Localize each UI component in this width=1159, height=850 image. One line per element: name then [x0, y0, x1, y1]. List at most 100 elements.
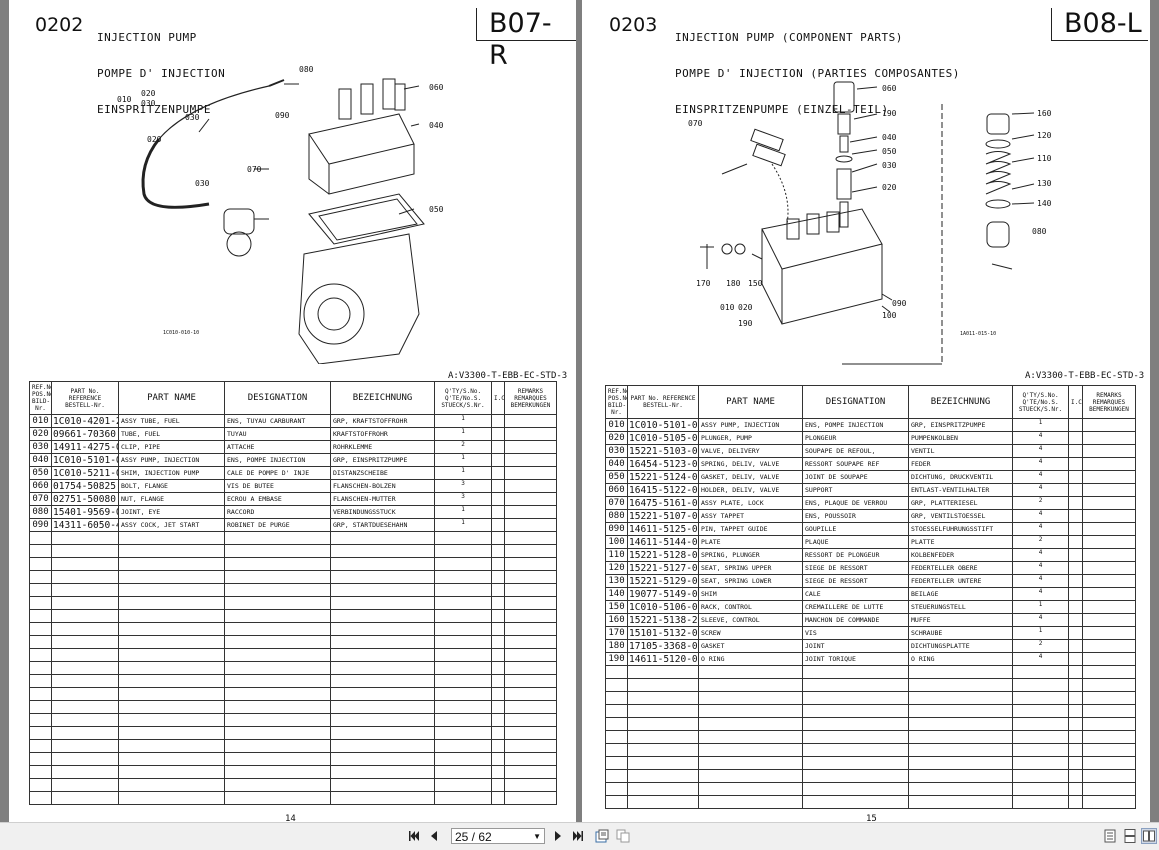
bezeichnung-cell	[908, 717, 1013, 731]
part-name-cell	[118, 765, 225, 779]
part-number-cell: 15221-5103-0	[627, 444, 699, 458]
ic-cell	[1068, 509, 1083, 523]
part-name-cell: RACK, CONTROL	[698, 600, 803, 614]
part-name-cell	[118, 531, 225, 545]
page-indicator: 25 / 62	[455, 830, 492, 844]
callout-label: 110	[1037, 154, 1052, 163]
two-page-icon[interactable]	[1141, 828, 1157, 844]
remarks-cell	[504, 453, 557, 467]
ref-cell: 070	[605, 496, 628, 510]
table-row	[29, 765, 557, 779]
bezeichnung-cell	[330, 635, 435, 649]
callout-label: 020	[141, 89, 156, 98]
ic-cell	[491, 466, 505, 480]
ref-cell	[605, 743, 628, 757]
callout-label: 040	[882, 133, 897, 142]
remarks-cell	[1082, 691, 1136, 705]
qty-cell	[1012, 665, 1069, 679]
qty-cell: 4	[1012, 652, 1069, 666]
designation-cell: RACCORD	[224, 505, 331, 519]
ic-cell	[491, 622, 505, 636]
ref-cell	[29, 739, 52, 753]
ref-cell	[605, 717, 628, 731]
bezeichnung-cell: KOLBENFEDER	[908, 548, 1013, 562]
ic-cell	[491, 479, 505, 493]
part-name-cell: GASKET, DELIV, VALVE	[698, 470, 803, 484]
bezeichnung-cell	[330, 752, 435, 766]
ref-cell	[29, 635, 52, 649]
callout-label: 030	[882, 161, 897, 170]
col-ic-header: I.C.	[1068, 385, 1083, 419]
first-page-icon[interactable]	[406, 828, 422, 844]
next-page-icon[interactable]	[550, 828, 566, 844]
designation-cell	[224, 544, 331, 558]
part-number-cell	[51, 687, 119, 701]
callout-label: 150	[748, 279, 763, 288]
ref-cell: 010	[29, 414, 52, 428]
ref-cell: 110	[605, 548, 628, 562]
part-name-cell: SHIM, INJECTION PUMP	[118, 466, 225, 480]
designation-cell	[224, 674, 331, 688]
table-row	[29, 674, 557, 688]
title-fr: POMPE D' INJECTION	[97, 67, 226, 80]
ref-cell	[605, 704, 628, 718]
page-titles: INJECTION PUMP POMPE D' INJECTION EINSPR…	[97, 8, 225, 140]
ic-cell	[491, 518, 505, 532]
title-de: EINSPRITZENPUMPE	[97, 103, 211, 116]
qty-cell	[434, 635, 492, 649]
table-row	[29, 700, 557, 714]
last-page-icon[interactable]	[570, 828, 586, 844]
bezeichnung-cell	[330, 739, 435, 753]
remarks-cell	[1082, 782, 1136, 796]
remarks-cell	[504, 700, 557, 714]
ref-cell	[29, 648, 52, 662]
designation-cell	[224, 765, 331, 779]
designation-cell	[802, 704, 909, 718]
bezeichnung-cell: BEILAGE	[908, 587, 1013, 601]
part-number-cell: 1C010-5106-0	[627, 600, 699, 614]
ic-cell	[491, 778, 505, 792]
col-remarks-header: REMARKS REMARQUES BEMERKUNGEN	[1082, 385, 1136, 419]
qty-cell	[434, 765, 492, 779]
bezeichnung-cell	[330, 544, 435, 558]
bezeichnung-cell: ROHRKLEMME	[330, 440, 435, 454]
figure-code: 1A011-015-10	[960, 331, 996, 337]
continuous-icon[interactable]	[1122, 828, 1138, 844]
prev-page-icon[interactable]	[426, 828, 442, 844]
part-number-cell: 15401-9569-0	[51, 505, 119, 519]
designation-cell	[224, 791, 331, 805]
ic-cell	[1068, 548, 1083, 562]
ref-cell	[29, 557, 52, 571]
ic-cell	[1068, 587, 1083, 601]
designation-cell	[224, 596, 331, 610]
toc-icon[interactable]	[594, 828, 610, 844]
single-page-icon[interactable]	[1102, 828, 1118, 844]
page-select[interactable]: 25 / 62 ▼	[451, 828, 545, 844]
qty-cell: 1	[434, 414, 492, 428]
designation-cell	[224, 713, 331, 727]
remarks-cell	[504, 479, 557, 493]
designation-cell	[224, 700, 331, 714]
designation-cell	[224, 661, 331, 675]
ic-cell	[1068, 691, 1083, 705]
part-number-cell	[51, 622, 119, 636]
part-number-cell	[627, 717, 699, 731]
designation-cell: GOUPILLE	[802, 522, 909, 536]
designation-cell: JOINT DE SOUPAPE	[802, 470, 909, 484]
ref-cell: 050	[605, 470, 628, 484]
bezeichnung-cell	[330, 726, 435, 740]
designation-cell	[224, 609, 331, 623]
part-number-cell: 15221-5128-0	[627, 548, 699, 562]
designation-cell	[224, 648, 331, 662]
copy-icon[interactable]	[615, 828, 631, 844]
table-row	[605, 743, 1136, 757]
bezeichnung-cell: DISTANZSCHEIBE	[330, 466, 435, 480]
std-label: A:V3300-T-EBB-EC-STD-3	[448, 371, 568, 381]
table-row	[29, 778, 557, 792]
title-en: INJECTION PUMP (COMPONENT PARTS)	[675, 31, 903, 44]
